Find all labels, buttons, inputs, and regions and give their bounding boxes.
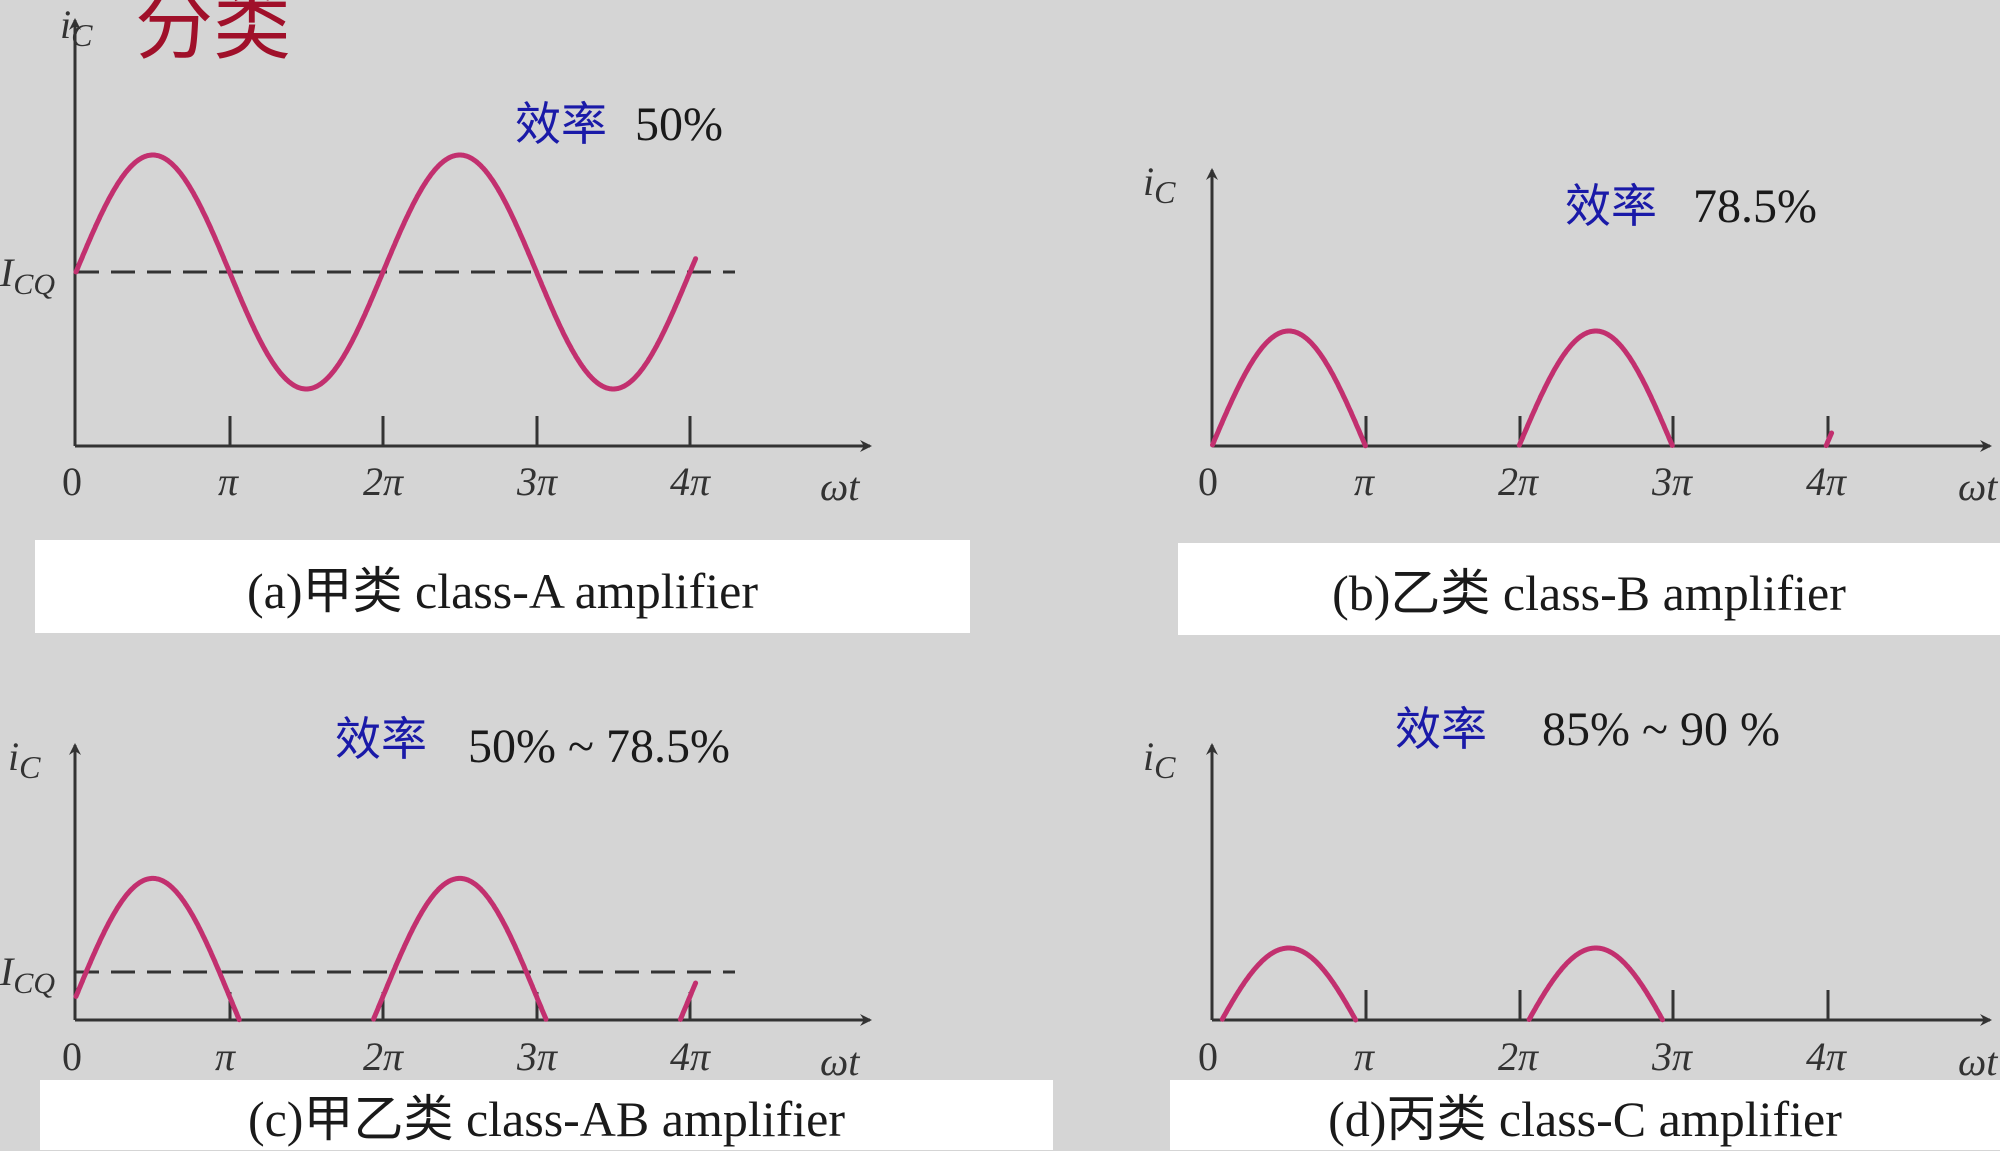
tick-label-pi-a: π	[218, 459, 239, 504]
caption-b: (b)乙类 class-B amplifier	[1178, 543, 2000, 635]
origin-label-d: 0	[1198, 1034, 1218, 1079]
tick-label-2pi-c: 2π	[363, 1034, 404, 1079]
origin-label-a: 0	[62, 459, 82, 504]
tick-label-4pi-d: 4π	[1806, 1034, 1847, 1079]
efficiency-label-a: 效率	[515, 99, 607, 150]
tick-label-3pi-d: 3π	[1651, 1034, 1693, 1079]
y-axis-label-b: iC	[1143, 159, 1176, 210]
panel-c: iC ICQ 0 π 2π 3π 4π ωt 效率 50% ~ 78.5%	[0, 714, 872, 1084]
tick-label-2pi-d: 2π	[1498, 1034, 1539, 1079]
tick-label-3pi-c: 3π	[516, 1034, 558, 1079]
y-axis-label-d: iC	[1143, 734, 1176, 785]
efficiency-value-c: 50% ~ 78.5%	[468, 720, 730, 773]
tick-label-2pi-b: 2π	[1498, 459, 1539, 504]
ic-waveform-b	[1210, 328, 1835, 449]
panel-a: iC ICQ 0 π 2π 3π 4π ωt 效率 50%	[0, 2, 872, 509]
tick-label-pi-b: π	[1354, 459, 1375, 504]
tick-label-pi-d: π	[1354, 1034, 1375, 1079]
x-axis-label-a: ωt	[820, 464, 860, 509]
caption-d: (d)丙类 class-C amplifier	[1170, 1080, 2000, 1150]
ic-waveform-a	[73, 152, 699, 392]
tick-label-4pi-a: 4π	[670, 459, 711, 504]
tick-label-2pi-a: 2π	[363, 459, 404, 504]
efficiency-label-d: 效率	[1395, 704, 1487, 755]
ic-waveform-c	[73, 875, 699, 1023]
tick-label-4pi-c: 4π	[670, 1034, 711, 1079]
x-axis-label-d: ωt	[1958, 1039, 1998, 1084]
efficiency-label-b: 效率	[1565, 181, 1657, 232]
y-axis-label-a: iC	[60, 2, 93, 53]
x-axis-label-b: ωt	[1958, 464, 1998, 509]
ic-waveform-d	[1219, 945, 1665, 1023]
y-axis-label-c: iC	[8, 734, 41, 785]
caption-b-text: (b)乙类 class-B amplifier	[1332, 565, 1846, 621]
page-title: 分类	[135, 0, 291, 71]
origin-label-c: 0	[62, 1034, 82, 1079]
tick-label-4pi-b: 4π	[1806, 459, 1847, 504]
caption-c: (c)甲乙类 class-AB amplifier	[40, 1080, 1053, 1150]
panel-b: iC 0 π 2π 3π 4π ωt 效率 78.5%	[1143, 159, 1998, 509]
tick-label-pi-c: π	[215, 1034, 236, 1079]
panel-d: iC 0 π 2π 3π 4π ωt 效率 85% ~ 90 %	[1143, 703, 1998, 1084]
efficiency-label-c: 效率	[335, 714, 427, 765]
caption-a: (a)甲类 class-A amplifier	[35, 540, 970, 633]
origin-label-b: 0	[1198, 459, 1218, 504]
caption-a-text: (a)甲类 class-A amplifier	[247, 562, 758, 619]
caption-c-text: (c)甲乙类 class-AB amplifier	[247, 1091, 846, 1147]
caption-d-text: (d)丙类 class-C amplifier	[1328, 1091, 1842, 1147]
icq-label-c: ICQ	[0, 949, 55, 1000]
tick-label-3pi-b: 3π	[1651, 459, 1693, 504]
efficiency-value-b: 78.5%	[1693, 180, 1817, 233]
efficiency-value-a: 50%	[635, 98, 723, 151]
efficiency-value-d: 85% ~ 90 %	[1542, 703, 1780, 756]
icq-label-a: ICQ	[0, 250, 55, 301]
x-axis-label-c: ωt	[820, 1039, 860, 1084]
tick-label-3pi-a: 3π	[516, 459, 558, 504]
